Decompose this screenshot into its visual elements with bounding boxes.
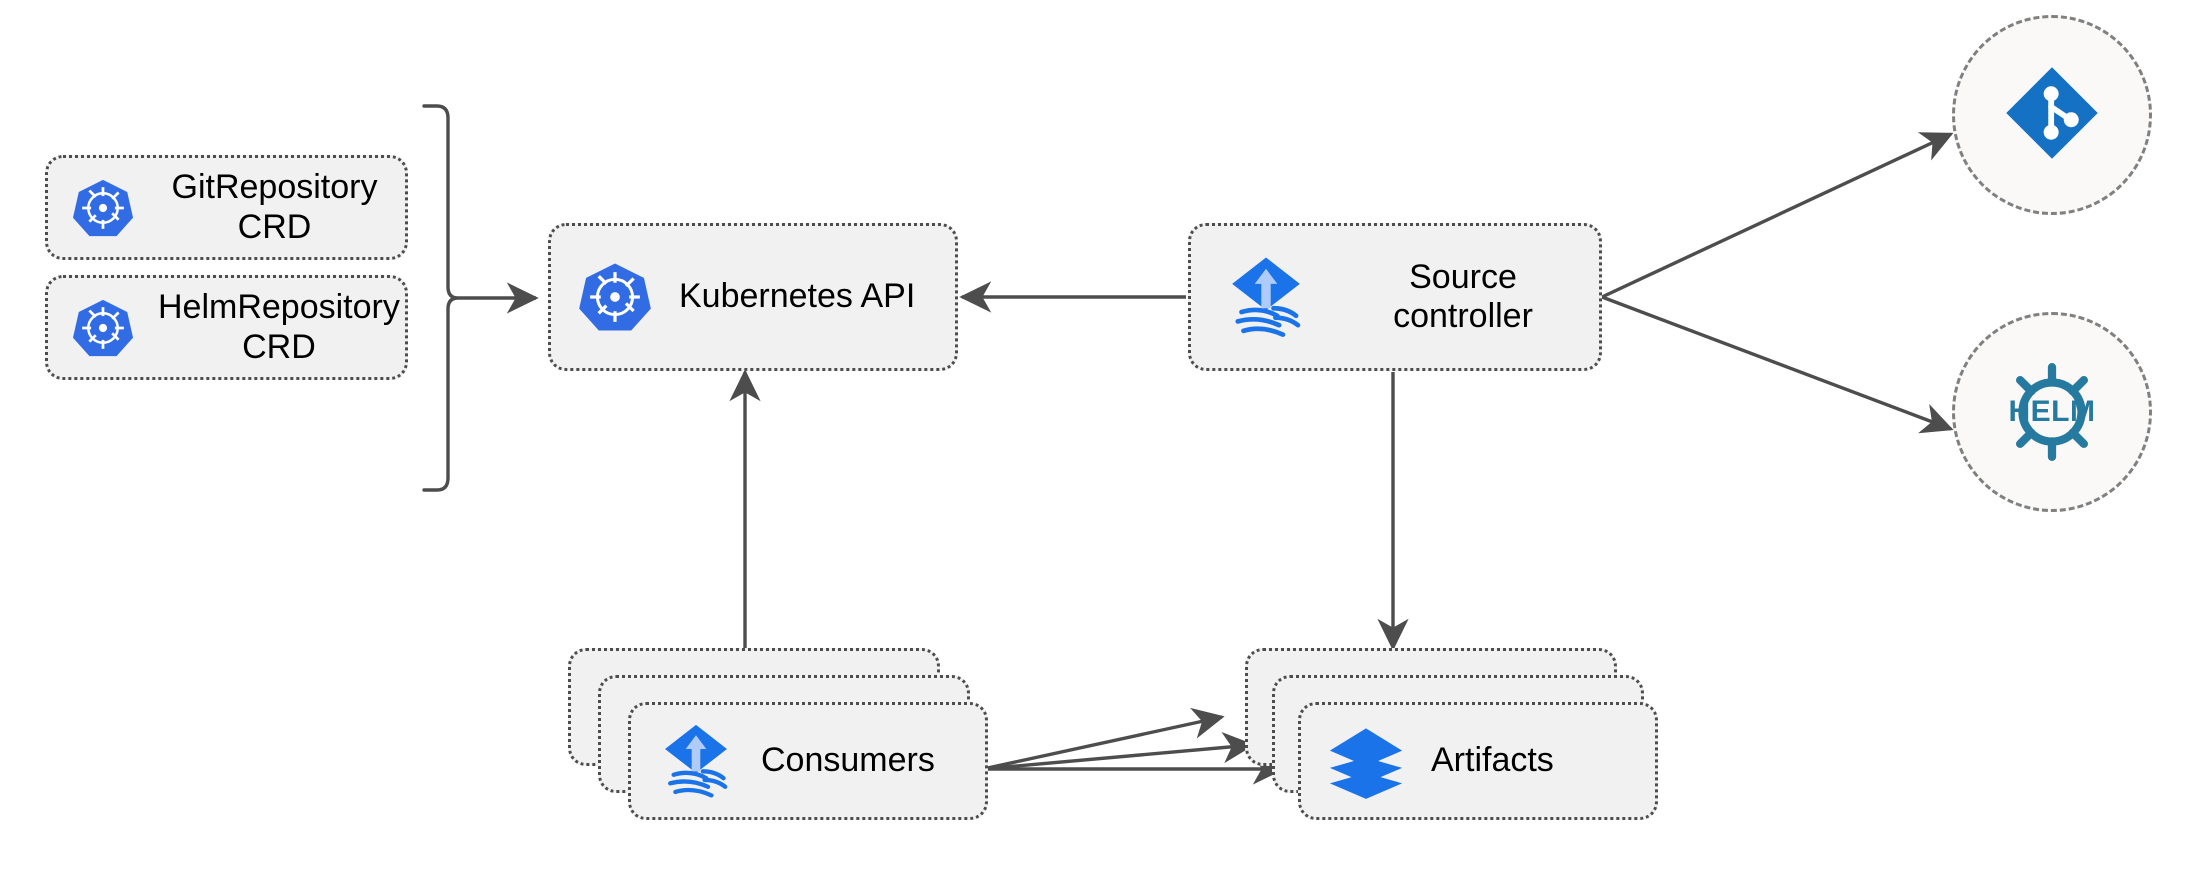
flux-icon	[1191, 250, 1341, 344]
node-helm-provider[interactable]: HELM	[1952, 312, 2152, 512]
edge-consumers-to-artifacts-2	[982, 732, 1255, 771]
node-artifacts[interactable]: Artifacts	[1298, 702, 1658, 820]
node-git-provider[interactable]	[1952, 15, 2152, 215]
node-label: Artifacts	[1431, 741, 1554, 780]
kubernetes-icon	[48, 297, 158, 359]
node-label: Kubernetes API	[679, 277, 916, 316]
node-git-repository-crd[interactable]: GitRepository CRD	[45, 155, 408, 260]
node-consumers[interactable]: Consumers	[628, 702, 988, 820]
node-label: Source controller	[1393, 257, 1533, 335]
node-label: GitRepository CRD	[171, 168, 378, 246]
node-label: Consumers	[761, 741, 935, 780]
helm-icon: HELM	[1993, 353, 2111, 471]
edge-source-to-git	[1601, 132, 1954, 299]
node-helm-repository-crd[interactable]: HelmRepository CRD	[45, 275, 408, 380]
layers-icon	[1301, 718, 1431, 804]
kubernetes-icon	[48, 177, 158, 239]
helm-wordmark: HELM	[2008, 395, 2096, 428]
crd-bracket	[422, 104, 459, 492]
node-label: HelmRepository CRD	[158, 288, 400, 366]
edge-consumers-to-artifacts-1	[982, 707, 1225, 771]
node-kubernetes-api[interactable]: Kubernetes API	[548, 223, 958, 371]
kubernetes-icon	[551, 260, 679, 334]
node-source-controller[interactable]: Source controller	[1188, 223, 1602, 371]
git-icon	[2000, 61, 2104, 170]
flux-icon	[631, 718, 761, 804]
edge-source-to-helm	[1601, 295, 1954, 434]
